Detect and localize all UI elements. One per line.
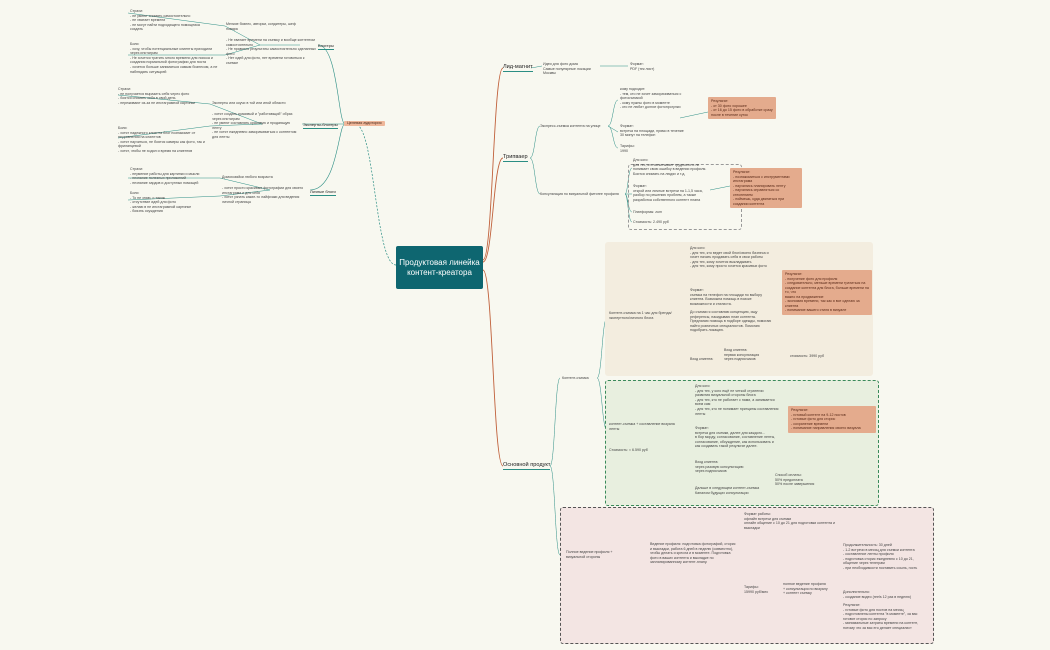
trip-a-tariff: Тарифы: 1990 [620,144,635,153]
experts-fears: Страхи: - не получается выразить себя че… [118,87,196,105]
category-personal[interactable]: Личные блоги [310,189,336,196]
lid-format: Формат: PDF (тек лист) [630,62,655,71]
s3-tariff: Тарифы: 15990 руб/мес [744,585,769,594]
personal-pains: Боли: - То не знаю, о також - отсутствие… [130,191,192,214]
s3-result: Результат: - готовые фото для постов на … [843,603,918,630]
central-node[interactable]: Продуктовая линейка контент-креатора [396,246,483,289]
s1-who: Для кого: - для тех, кто ведет свой блог… [690,246,769,269]
s1-entry: Вход клиента: [690,357,714,361]
s2-next: Дальше в следующем контент-съемка Канало… [695,486,760,495]
branch-core-product[interactable]: Основной продукт [503,462,551,470]
s3-desc: Ведение профиля: подготовка фотографий, … [650,542,736,565]
s3-period: Продолжительность: 30 дней - 1-2 встречи… [843,543,918,570]
section-full-service-bg [560,507,934,644]
audience-hub[interactable]: Целевая аудитория [344,121,385,126]
personal-fears: Страхи: - неумение работы для картинки и… [130,167,200,185]
trip-a-result: Результат: - от 30 фото хорошее - от 16 … [708,97,776,119]
trip-a-format: Формат: встреча на площади, прямо в тече… [620,124,684,138]
s2-head: контент-съемка + составление визуала лен… [609,422,675,431]
s2-entry: Вход клиента: через разовую консультацию… [695,460,744,474]
s3-extra: Дополнительно: - создание видео (reels 1… [843,590,912,599]
lid-idea: Идеи для фото дома Самые популярные лока… [543,62,591,76]
s2-sales: Способ оплаты: 50% предоплата 50% после … [775,473,815,487]
s1-entry2: Вход клиента: первая консультация через … [724,348,760,362]
trip-a-who: кому подходит: - тем, кто не хочет замор… [620,87,682,110]
experts-pains: Боли: - хотят надежного клиента блог поз… [118,126,205,153]
trip-b-price: Стоимость: 2.490 руб [633,220,669,224]
trip-b-who: Для кого: для тех, кто испытывает трудно… [633,158,707,176]
s1-prep: До съемки я составляю концепцию, ищу реф… [690,310,772,333]
s1-price: стоимость: 3990 руб [790,354,825,358]
trip-b-platforms: Платформы: zum [633,210,663,214]
s3-head: Полное ведение профиля + визуальной стор… [566,550,613,559]
blogers-fears: Страхи: - не умеют снимать самостоятельн… [130,9,200,32]
blogers-pains: Боли: - хочу, чтобы потенциальные клиент… [130,42,218,74]
personal-desc: Домохозяйки любого возраста [222,175,273,179]
s1-format: Формат: съемка на телефон на площади по … [690,288,763,306]
category-blogers[interactable]: Блогеры [318,43,334,50]
trip-a-label: Экспресс-съемка контента на улице [540,124,601,128]
s2-price: Стоимость: ≈ 6.590 руб [609,448,648,452]
s3-format: Формат работы: офлайн встречи для съемки… [744,512,836,530]
trip-b-result: Результат: - познакомиться с инструмента… [730,168,802,208]
blogers-needs: - Не хватает времени на съемку и вообще … [226,38,316,65]
category-experts[interactable]: Эксперты-блогеры [303,122,338,129]
trip-b-format: Формат: открой или личные встречи на 1-1… [633,184,703,202]
s2-who: Для кого: - для тех, у кого ещё не четко… [695,384,779,416]
experts-desc: Эксперты или коучи в той или иной област… [212,101,286,105]
blogers-desc: Мелкие бизнес, авторки, кондитеры, шеф п… [226,22,296,31]
branch-tripwire[interactable]: Трипваер [503,154,528,162]
experts-needs: - хотят создать красивый и "работающий" … [212,112,297,139]
s1-result: Результат: - получение фото для профиля … [782,270,872,315]
s2-format: Формат: встреча для съемки, далее для ка… [695,426,776,449]
personal-needs: - хотят просто красивые фотографии для с… [222,186,304,204]
branch-lid-magnet[interactable]: Лид-магнит [503,64,533,72]
core-s1-label: Контент-съемка [562,376,589,380]
s2-result: Результат: - готовый контент на 9-12 пос… [788,406,876,433]
section-visual-bg [605,380,879,506]
trip-b-label: Консультация по визуальной фитинге профи… [540,192,619,196]
s1-head: Контент-съемка на 1 час для бренда/ эксп… [609,311,672,320]
s3-tariff-desc: полное ведение профиля + консультация по… [783,582,828,596]
